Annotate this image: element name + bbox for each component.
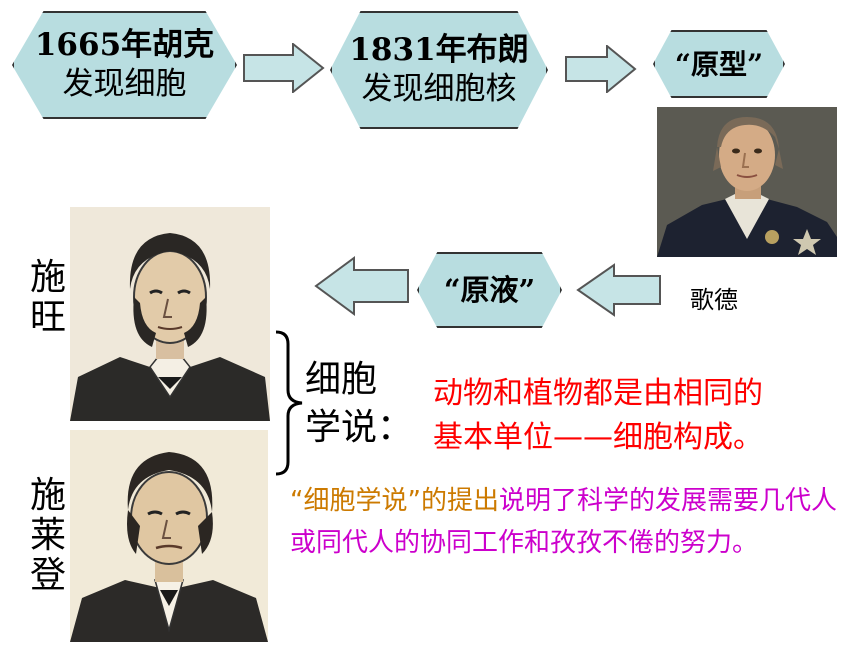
node-prototype: “原型” <box>653 30 785 98</box>
node-hooke: 1665年胡克 发现细胞 <box>12 11 237 119</box>
theory-name: 细胞 学说： <box>305 359 414 448</box>
node-prototype-label: “原型” <box>674 47 764 81</box>
node-brown-line1: 1831年布朗 <box>349 32 529 69</box>
schwann-label: 施 旺 <box>29 257 66 338</box>
arrow-right-icon <box>565 45 637 93</box>
node-protoplasm: “原液” <box>417 252 562 328</box>
node-hooke-line2: 发现细胞 <box>62 66 187 102</box>
arrow-right-icon <box>243 43 325 93</box>
goethe-portrait <box>657 107 837 257</box>
conclusion-part2: 说明了科学的发展需要几代人或同代人的协同工作和孜孜不倦的努力。 <box>290 486 837 558</box>
brace-icon <box>275 330 303 476</box>
node-hooke-line1: 1665年胡克 <box>34 27 215 64</box>
schleiden-portrait <box>70 430 268 642</box>
node-brown-line2: 发现细胞核 <box>361 71 517 107</box>
schwann-portrait <box>70 207 270 421</box>
arrow-left-icon <box>314 256 409 316</box>
conclusion-text: “细胞学说”的提出说明了科学的发展需要几代人或同代人的协同工作和孜孜不倦的努力。 <box>290 480 850 564</box>
theory-definition: 动物和植物都是由相同的 基本单位——细胞构成。 <box>433 376 763 455</box>
arrow-left-icon <box>576 263 661 317</box>
node-protoplasm-label: “原液” <box>443 272 536 307</box>
node-brown: 1831年布朗 发现细胞核 <box>330 11 548 129</box>
conclusion-part1: “细胞学说”的提出 <box>290 486 499 516</box>
schleiden-label: 施 莱 登 <box>29 475 66 596</box>
goethe-caption: 歌德 <box>690 286 738 314</box>
